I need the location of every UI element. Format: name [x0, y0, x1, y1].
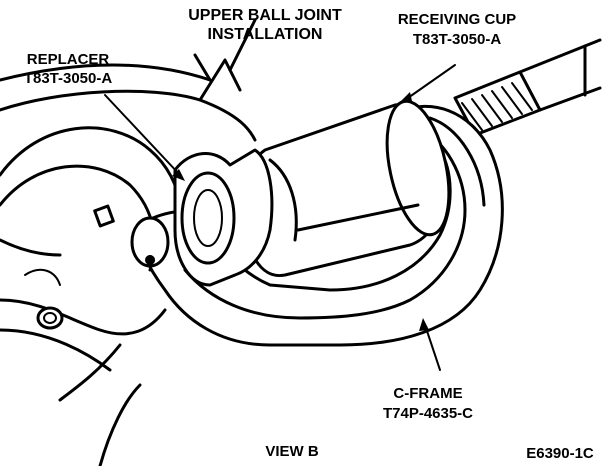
c-frame-label-line2: T74P-4635-C	[383, 405, 473, 422]
leader-lines	[104, 64, 456, 371]
replacer	[173, 148, 274, 287]
replacer-label-line2: T83T-3050-A	[24, 70, 113, 87]
title-line2: INSTALLATION	[208, 26, 323, 43]
c-frame-label-line1: C-FRAME	[393, 385, 462, 402]
steering-knuckle	[0, 126, 184, 466]
view-label: VIEW B	[265, 443, 319, 460]
receiving-cup-leader	[404, 64, 456, 101]
upper-control-arm	[0, 18, 257, 142]
receiving-cup-label-line1: RECEIVING CUP	[398, 11, 516, 28]
drive-screw	[453, 38, 602, 137]
replacer-label-line1: REPLACER	[27, 51, 110, 68]
receiving-cup-label-line2: T83T-3050-A	[413, 31, 502, 48]
c-frame	[130, 104, 504, 347]
title-line1: UPPER BALL JOINT	[188, 7, 342, 24]
replacer-leader	[104, 94, 181, 176]
receiving-cup	[243, 99, 451, 277]
c-frame-leader	[424, 324, 441, 371]
figure-code: E6390-1C	[526, 445, 594, 462]
